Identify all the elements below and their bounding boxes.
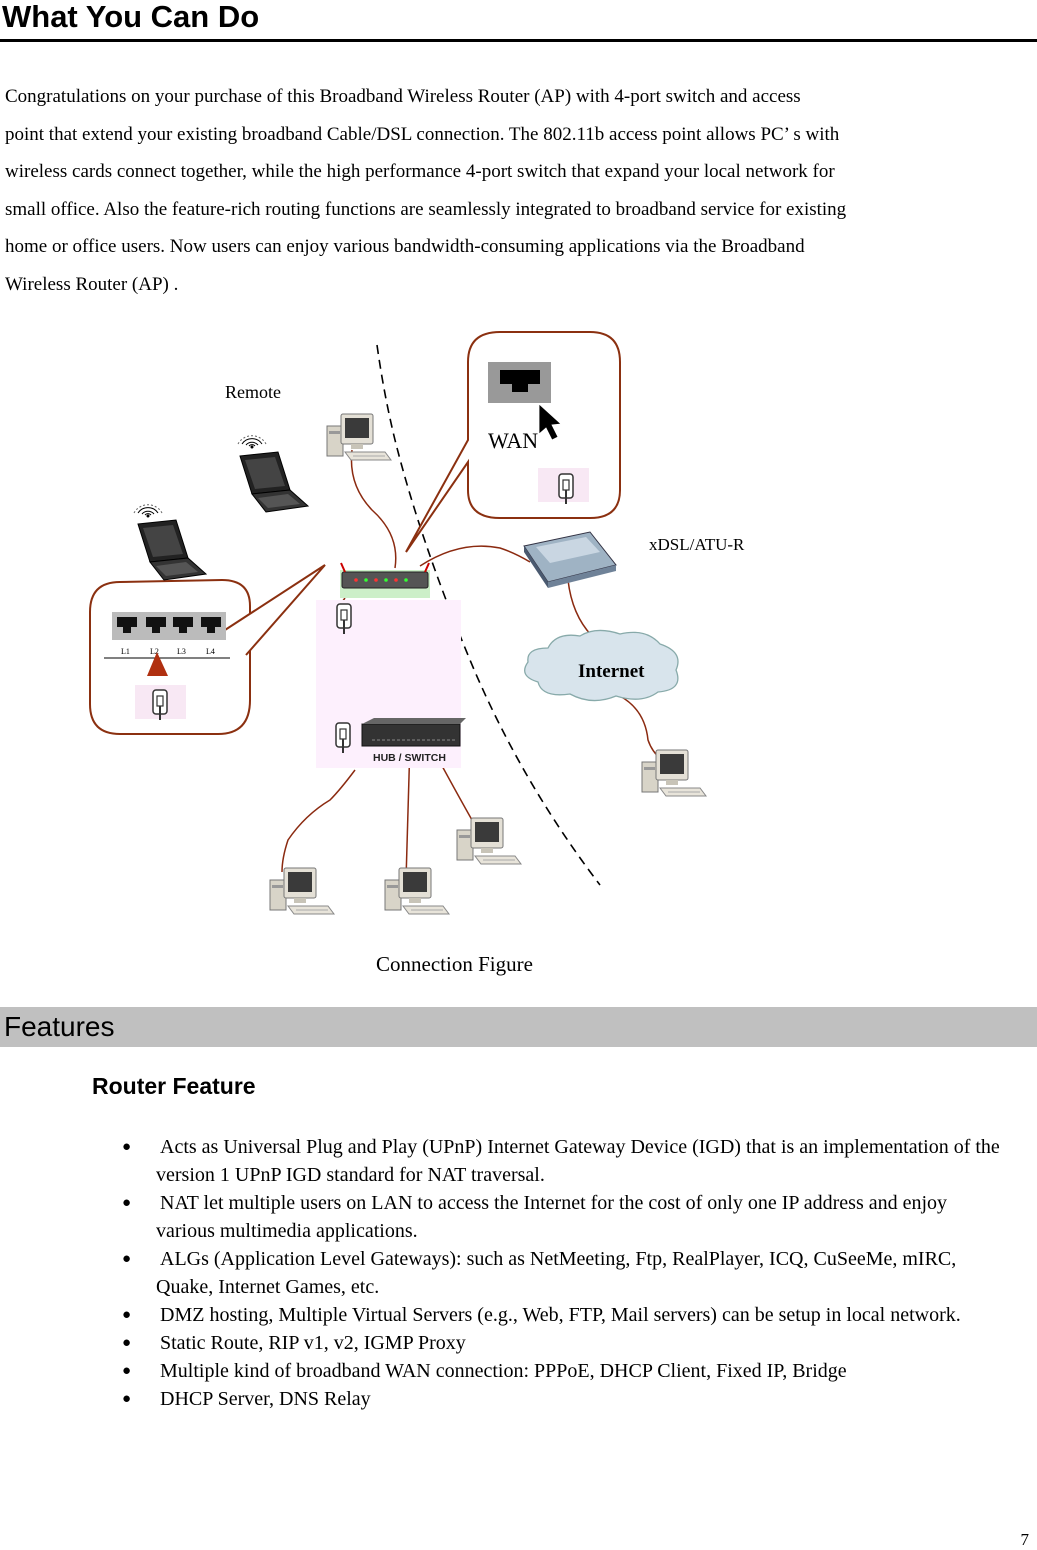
bullet-icon: ● [122, 1307, 132, 1323]
lan-pc [269, 867, 335, 915]
wireless-icon [133, 504, 163, 518]
bullet-icon: ● [122, 1363, 132, 1379]
router-feature-heading: Router Feature [92, 1073, 256, 1099]
internet-label: Internet [578, 661, 645, 682]
lan-ports-icon [112, 612, 226, 640]
wireless-icon [237, 435, 267, 449]
bullet-icon: ● [122, 1251, 132, 1267]
bullet-icon: ● [122, 1335, 132, 1351]
modem-icon [523, 531, 617, 588]
intro-line: Congratulations on your purchase of this… [5, 86, 801, 107]
internet-cloud [524, 629, 679, 702]
figure-caption: Connection Figure [376, 952, 533, 976]
intro-paragraph: Congratulations on your purchase of this… [5, 78, 1030, 304]
lan-pc [456, 817, 522, 865]
remote-label: Remote [225, 382, 281, 402]
connection-figure: WAN L1 L2 L3 L4 HUB / SWITCH [89, 331, 745, 915]
hub-switch-icon [361, 718, 466, 747]
features-heading-bar: Features [0, 1007, 1037, 1047]
internet-pc [641, 749, 707, 797]
xdsl-label: xDSL/ATU-R [649, 535, 745, 554]
remote-pc [326, 413, 392, 461]
list-item: ●Acts as Universal Plug and Play (UPnP) … [122, 1133, 1002, 1189]
lan-port-label: L1 [121, 647, 130, 656]
intro-line: point that extend your existing broadban… [5, 123, 840, 145]
lan-port-label: L3 [177, 647, 186, 656]
remote-laptop [239, 451, 309, 513]
feature-list: ●Acts as Universal Plug and Play (UPnP) … [122, 1133, 1002, 1413]
intro-line: wireless cards connect together, while t… [5, 161, 835, 183]
pointer-arrow-icon [147, 652, 168, 676]
title-rule [0, 39, 1037, 42]
list-item: ●DHCP Server, DNS Relay [122, 1385, 1002, 1413]
list-item: ●Static Route, RIP v1, v2, IGMP Proxy [122, 1329, 1002, 1357]
bullet-icon: ● [122, 1391, 132, 1407]
bullet-icon: ● [122, 1195, 132, 1211]
page-title: What You Can Do [2, 0, 260, 34]
bullet-icon: ● [122, 1139, 132, 1155]
page-number: 7 [1020, 1530, 1030, 1549]
lan-port-label: L2 [150, 647, 159, 656]
features-heading: Features [4, 1011, 115, 1042]
lan-port-label: L4 [206, 647, 215, 656]
list-item: ●Multiple kind of broadband WAN connecti… [122, 1357, 1002, 1385]
intro-line: home or office users. Now users can enjo… [5, 236, 805, 258]
list-item: ●DMZ hosting, Multiple Virtual Servers (… [122, 1301, 1002, 1329]
router-icon [340, 562, 430, 598]
list-item: ●NAT let multiple users on LAN to access… [122, 1189, 1002, 1245]
wan-label: WAN [488, 428, 538, 453]
intro-line: small office. Also the feature-rich rout… [5, 198, 847, 220]
intro-line: Wireless Router (AP) . [5, 273, 179, 295]
cursor-arrow-icon [538, 403, 562, 441]
hub-switch-label: HUB / SWITCH [373, 752, 446, 764]
list-item: ●ALGs (Application Level Gateways): such… [122, 1245, 1002, 1301]
network-boundary-line [376, 344, 601, 886]
wireless-laptop [137, 519, 207, 581]
lan-pc [384, 867, 450, 915]
